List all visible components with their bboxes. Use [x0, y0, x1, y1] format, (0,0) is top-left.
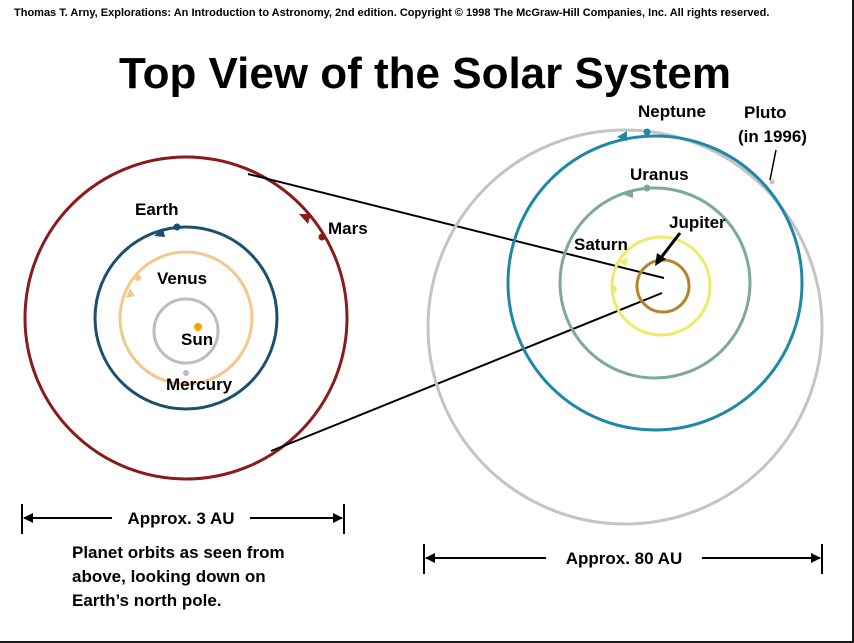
pluto-pointer [769, 149, 777, 181]
outer-scale-bar: Approx. 80 AU [423, 544, 823, 574]
pluto-planet [769, 179, 775, 185]
jupiter-pointer-head [655, 253, 666, 266]
inner-scale-bar: Approx. 3 AU [21, 504, 345, 534]
caption-line-3: Earth’s north pole. [72, 591, 222, 610]
mars-label: Mars [328, 219, 368, 238]
outer-scale-label: Approx. 80 AU [566, 549, 683, 568]
inner-scale-label: Approx. 3 AU [127, 509, 234, 528]
copyright-credit: Thomas T. Arny, Explorations: An Introdu… [14, 7, 769, 19]
mars-planet [318, 233, 326, 241]
page-title: Top View of the Solar System [119, 49, 731, 98]
caption: Planet orbits as seen from above, lookin… [72, 543, 285, 610]
mercury-label: Mercury [166, 375, 233, 394]
uranus-label: Uranus [630, 165, 689, 184]
saturn-orbit [610, 235, 712, 337]
caption-line-2: above, looking down on [72, 567, 266, 586]
mercury-planet [183, 370, 189, 376]
earth-label: Earth [135, 200, 178, 219]
inner-solar-system: Earth Mars Venus Sun Mercury [23, 155, 368, 481]
earth-planet [173, 223, 181, 231]
mars-orbit [23, 155, 349, 481]
caption-line-1: Planet orbits as seen from [72, 543, 285, 562]
outer-solar-system: Neptune Pluto (in 1996) Uranus Jupiter S… [426, 102, 824, 526]
neptune-label: Neptune [638, 102, 706, 121]
saturn-label: Saturn [574, 235, 628, 254]
jupiter-pointer [658, 232, 682, 260]
venus-label: Venus [157, 269, 207, 288]
neptune-planet [643, 128, 651, 136]
saturn-direction-arrow [619, 257, 628, 266]
mercury-orbit [152, 297, 220, 365]
uranus-direction-arrow [624, 189, 633, 198]
neptune-direction-arrow [617, 131, 627, 141]
sun-dot [194, 323, 202, 331]
jupiter-label: Jupiter [669, 213, 726, 232]
saturn-planet [611, 286, 617, 292]
uranus-orbit [558, 186, 752, 380]
venus-direction-arrow [126, 288, 135, 298]
zoom-line-bottom [270, 292, 663, 452]
pluto-label: Pluto [744, 103, 787, 122]
jupiter-orbit [635, 258, 691, 314]
venus-orbit [118, 250, 254, 386]
mars-direction-arrow [299, 214, 311, 224]
pluto-orbit [426, 128, 824, 526]
sun-label: Sun [181, 330, 213, 349]
pluto-note-label: (in 1996) [738, 127, 807, 146]
neptune-orbit [506, 134, 804, 432]
uranus-planet [643, 184, 651, 192]
earth-direction-arrow [154, 228, 165, 237]
venus-planet [135, 275, 141, 281]
earth-orbit [93, 225, 279, 411]
